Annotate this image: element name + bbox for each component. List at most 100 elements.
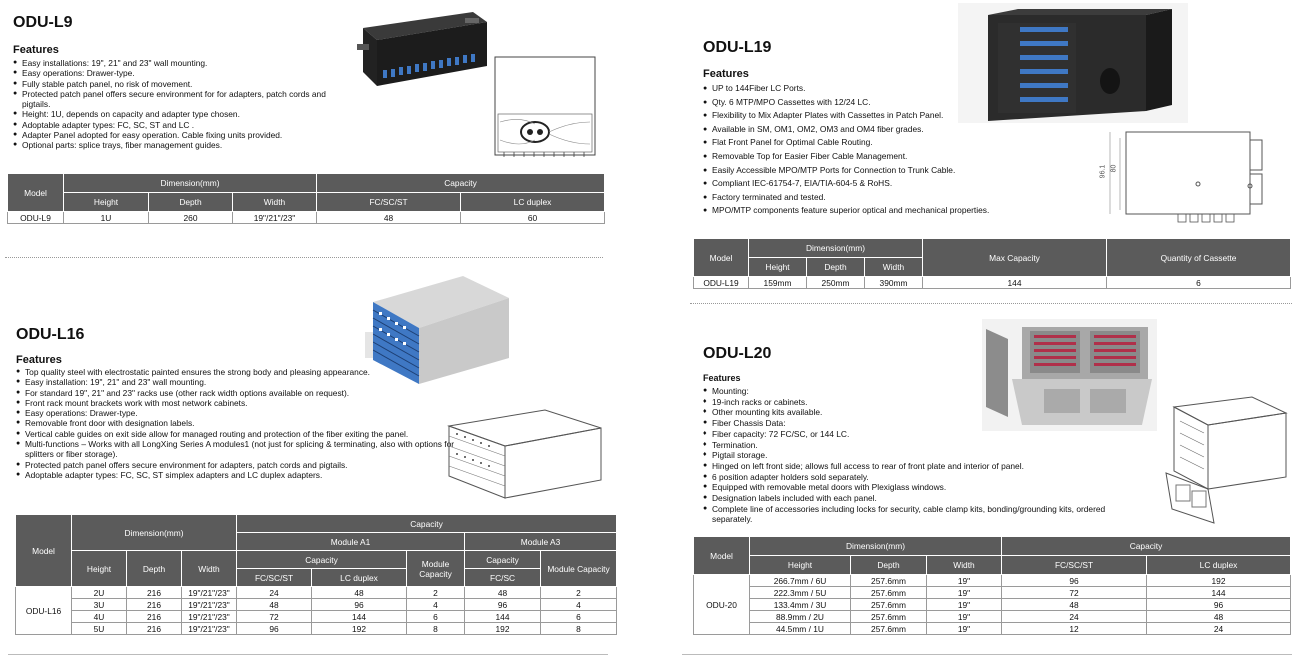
l19-col-model: Model bbox=[693, 238, 749, 277]
l9-features-list: Easy installations: 19", 21" and 23" wal… bbox=[13, 58, 348, 151]
table-cell: 96 bbox=[1146, 598, 1292, 611]
l16-spec-table: Model Dimension(mm) Capacity Module A1 M… bbox=[15, 514, 618, 635]
feature-item: MPO/MTP components feature superior opti… bbox=[703, 204, 1033, 218]
l16-model-cell: ODU-L16 bbox=[15, 586, 72, 635]
l9-col-depth: Depth bbox=[148, 192, 233, 212]
table-cell: 48 bbox=[1001, 598, 1148, 611]
table-cell: 96 bbox=[464, 598, 542, 611]
feature-item: Designation labels included with each pa… bbox=[703, 493, 1123, 504]
l9-col-capacity: Capacity bbox=[316, 173, 606, 193]
table-cell: 216 bbox=[126, 622, 182, 635]
l9-features-heading: Features bbox=[13, 44, 59, 56]
table-cell: 266.7mm / 6U bbox=[749, 574, 851, 587]
l19-col-qty-cassette: Quantity of Cassette bbox=[1106, 238, 1292, 277]
section-divider bbox=[5, 257, 603, 258]
table-cell: 1U bbox=[63, 211, 149, 224]
l20-col-depth: Depth bbox=[850, 555, 927, 575]
feature-item: Protected patch panel offers secure envi… bbox=[13, 89, 348, 110]
feature-item: Pigtail storage. bbox=[703, 450, 1123, 461]
table-cell: 222.3mm / 5U bbox=[749, 586, 851, 599]
table-cell: 96 bbox=[311, 598, 408, 611]
table-cell: 44.5mm / 1U bbox=[749, 622, 851, 635]
section-divider bbox=[682, 654, 1292, 655]
feature-item: For standard 19", 21" and 23" racks use … bbox=[16, 388, 456, 399]
table-cell: 19"/21"/23" bbox=[180, 622, 238, 635]
feature-item: Front rack mount brackets work with most… bbox=[16, 398, 456, 409]
feature-item: Factory terminated and tested. bbox=[703, 191, 1033, 205]
table-cell: 12 bbox=[1001, 622, 1148, 635]
l9-col-width: Width bbox=[231, 192, 318, 212]
l19-line-drawing bbox=[1100, 126, 1278, 230]
table-cell: 2 bbox=[406, 586, 466, 599]
feature-item: Easy installations: 19", 21" and 23" wal… bbox=[13, 58, 348, 69]
feature-item: 19-inch racks or cabinets. bbox=[703, 397, 1123, 408]
table-cell: 48 bbox=[464, 586, 542, 599]
l20-col-height: Height bbox=[749, 555, 851, 575]
feature-item: Adoptable adapter types: FC, SC, ST and … bbox=[13, 120, 348, 131]
table-cell: 19" bbox=[925, 586, 1003, 599]
l16-col-capacity: Capacity bbox=[236, 514, 618, 533]
feature-item: Fiber Chassis Data: bbox=[703, 418, 1123, 429]
table-cell: 72 bbox=[1001, 586, 1148, 599]
feature-item: Fiber capacity: 72 FC/SC, or 144 LC. bbox=[703, 429, 1123, 440]
feature-item: Adapter Panel adopted for easy operation… bbox=[13, 130, 348, 141]
table-cell: 5U bbox=[71, 622, 127, 635]
l20-line-drawing bbox=[1160, 393, 1292, 527]
feature-item: Easily Accessible MPO/MTP Ports for Conn… bbox=[703, 164, 1033, 178]
l19-title: ODU-L19 bbox=[703, 39, 772, 56]
feature-item: Removable Top for Easier Fiber Cable Man… bbox=[703, 150, 1033, 164]
table-cell: 6 bbox=[1106, 276, 1292, 289]
table-cell: ODU-L9 bbox=[7, 211, 64, 224]
l20-col-lc: LC duplex bbox=[1146, 555, 1292, 575]
l19-col-dimension: Dimension(mm) bbox=[747, 238, 924, 258]
l16-col-module-a1: Module A1 bbox=[236, 532, 466, 551]
l19-features-heading: Features bbox=[703, 68, 749, 80]
table-cell: 216 bbox=[126, 598, 182, 611]
table-cell: 159mm bbox=[748, 276, 807, 289]
section-divider bbox=[8, 654, 608, 655]
feature-item: Easy operations: Drawer-type. bbox=[16, 408, 456, 419]
l9-col-fc: FC/SC/ST bbox=[316, 192, 462, 212]
table-cell: 257.6mm bbox=[850, 622, 927, 635]
l16-col-width: Width bbox=[180, 550, 238, 587]
table-cell: 24 bbox=[1146, 622, 1292, 635]
table-cell: 19" bbox=[925, 610, 1003, 623]
feature-item: Hinged on left front side; allows full a… bbox=[703, 461, 1123, 472]
feature-item: Qty. 6 MTP/MPO Cassettes with 12/24 LC. bbox=[703, 96, 1033, 110]
table-cell: 133.4mm / 3U bbox=[749, 598, 851, 611]
table-cell: 257.6mm bbox=[850, 574, 927, 587]
table-cell: 8 bbox=[406, 622, 466, 635]
feature-item: Removable front door with designation la… bbox=[16, 418, 456, 429]
feature-item: Flexibility to Mix Adapter Plates with C… bbox=[703, 109, 1033, 123]
l20-features-heading: Features bbox=[703, 373, 741, 383]
table-cell: 4 bbox=[406, 598, 466, 611]
table-cell: 192 bbox=[311, 622, 408, 635]
l19-dim-label-2: 80 bbox=[1110, 164, 1118, 173]
table-cell: 257.6mm bbox=[850, 610, 927, 623]
l16-features-list: Top quality steel with electrostatic pai… bbox=[16, 367, 456, 481]
section-divider bbox=[690, 303, 1292, 304]
feature-item: Adoptable adapter types: FC, SC, ST simp… bbox=[16, 470, 456, 481]
l19-col-depth: Depth bbox=[806, 257, 865, 277]
l9-line-drawing bbox=[490, 52, 600, 160]
table-cell: 88.9mm / 2U bbox=[749, 610, 851, 623]
feature-item: Flat Front Panel for Optimal Cable Routi… bbox=[703, 136, 1033, 150]
feature-item: Compliant IEC-61754-7, EIA/TIA-604-5 & R… bbox=[703, 177, 1033, 191]
feature-item: 6 position adapter holders sold separate… bbox=[703, 472, 1123, 483]
l19-col-max-capacity: Max Capacity bbox=[922, 238, 1108, 277]
feature-item: Fully stable patch panel, no risk of mov… bbox=[13, 79, 348, 90]
table-cell: 2U bbox=[71, 586, 127, 599]
l9-spec-table: Model Dimension(mm) Capacity Height Dept… bbox=[7, 173, 606, 224]
l9-title: ODU-L9 bbox=[13, 14, 73, 31]
l19-features-list: UP to 144Fiber LC Ports.Qty. 6 MTP/MPO C… bbox=[703, 82, 1033, 218]
table-row: ODU-L9 1U 260 19"/21"/23" 48 60 bbox=[7, 211, 606, 224]
table-row: ODU-L19 159mm 250mm 390mm 144 6 bbox=[693, 276, 1292, 289]
table-cell: 96 bbox=[236, 622, 313, 635]
l16-col-capacity-a3: Capacity bbox=[464, 550, 542, 569]
l16-col-dimension: Dimension(mm) bbox=[70, 514, 238, 551]
table-cell: 60 bbox=[460, 211, 606, 224]
